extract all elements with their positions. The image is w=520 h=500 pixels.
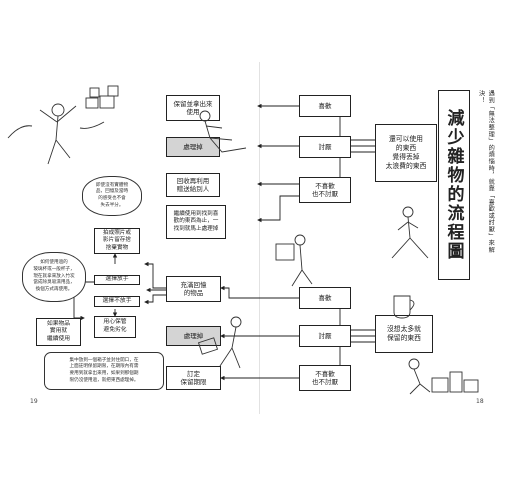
page-subtitle: 遇到「無法整理」的煩惱時，就靠「喜歡或討厭」來解決！ [477, 90, 495, 254]
branch-neither-bottom: 不喜歡 也不討厭 [299, 365, 351, 391]
action-set-deadline: 訂定 保留期限 [166, 366, 221, 390]
action-keep-using-until: 繼續使用到找到喜 歡的東西為止，一 找到就馬上處理掉 [166, 205, 226, 239]
page-spine [259, 62, 260, 414]
start-node-usable-items: 還可以使用 的東西 覺得丟掉 太浪費的東西 [375, 124, 437, 182]
start-node-kept-items: 沒想太多就 保留的東西 [375, 315, 433, 353]
girl-illustration-carry [275, 234, 313, 287]
branch-like-bottom: 喜歡 [299, 287, 351, 309]
action-dispose-top: 處理掉 [166, 137, 220, 157]
boxes-illustration [85, 85, 119, 109]
action-memories: 充滿回憶 的物品 [166, 276, 221, 302]
girl-illustration-top [199, 110, 247, 153]
branch-neither-top: 不喜歡 也不討厭 [299, 177, 351, 203]
branch-hate-bottom: 討厭 [299, 325, 351, 347]
note-deadline-box: 集中放到一個箱子並封住開口，在 上面註明保留期限，在期限內有需 要用到就拿出來用… [44, 352, 164, 390]
action-recycle-gift: 回收再利用 贈送給別人 [166, 173, 220, 197]
girl-illustration-boxes [197, 316, 242, 369]
choice-let-go: 選擇放手 [94, 275, 140, 285]
action-use-if-practical: 如果物品 實用就 繼續使用 [36, 318, 81, 346]
choice-keep: 選擇不放手 [94, 296, 140, 307]
branch-hate-top: 討厭 [299, 136, 351, 158]
mug-icon [393, 295, 415, 319]
action-photo-save: 拍成照片或 影片留存捨 捨棄實物 [94, 228, 140, 254]
runner-illustration [7, 103, 105, 165]
girl-illustration-stretch [391, 206, 429, 259]
page-number-right: 18 [476, 398, 484, 405]
note-reuse-glass: 如何使用過的 玻璃杯或一般杯子， 現在就拿來放入竹炭 當成除臭吸濕用品， 換個方… [22, 252, 86, 302]
girl-illustration-crouch [408, 358, 479, 395]
page-title: 減少雜物的流程圖 [438, 90, 470, 280]
action-dispose-bottom: 處理掉 [166, 326, 221, 346]
note-digital-memories: 即使沒有實體物 品，回憶及當時 的感受也不會 失去半分。 [82, 176, 142, 216]
action-careful-store: 用心保管 避免劣化 [94, 316, 136, 338]
branch-like-top: 喜歡 [299, 95, 351, 117]
page-number-left: 19 [30, 398, 38, 405]
action-keep-use: 保留並拿出來 使用 [166, 95, 220, 121]
